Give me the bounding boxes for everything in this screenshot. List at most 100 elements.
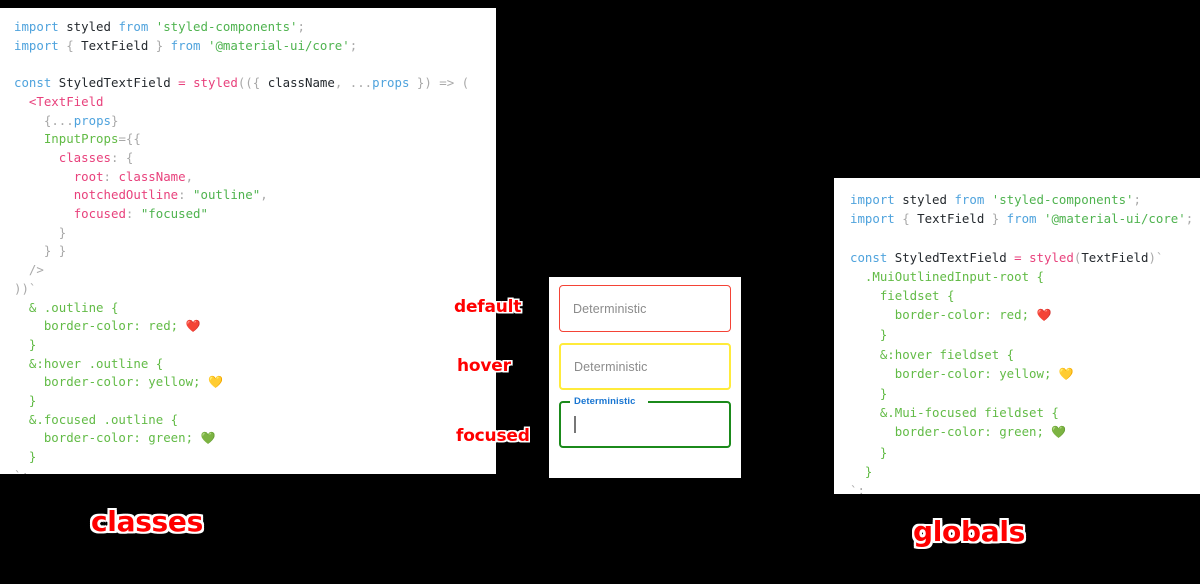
code-token: 💛 [207, 375, 223, 390]
code-token: ( [1073, 249, 1082, 265]
code-token: TextField [1081, 249, 1149, 265]
code-line: } [850, 325, 1200, 344]
code-token: styled [66, 19, 111, 34]
code-token: focused [73, 206, 126, 222]
code-line: } } [14, 242, 496, 261]
code-token: 💚 [200, 431, 216, 446]
code-token: } [14, 449, 37, 465]
code-token: ... [51, 112, 74, 128]
code-token: border-color: red; [850, 307, 1037, 323]
textfield-focused[interactable]: Deterministic [559, 396, 731, 448]
code-line [14, 55, 496, 74]
code-line: {...props} [14, 112, 496, 131]
code-token: from [946, 192, 992, 207]
code-token [14, 113, 44, 128]
textfield-default-value: Deterministic [573, 301, 647, 316]
code-token: "focused" [140, 206, 208, 222]
code-line [850, 228, 1200, 247]
code-token: const [14, 75, 59, 91]
code-token: }) [409, 75, 440, 91]
code-token: styled [1029, 249, 1074, 265]
code-line: } [14, 336, 496, 355]
code-token: border-color: yellow; [850, 365, 1059, 381]
code-token: ; [1185, 211, 1194, 227]
code-token: '@material-ui/core' [207, 37, 350, 53]
code-line: } [850, 384, 1200, 403]
code-token: { [43, 112, 52, 128]
code-token: props [372, 75, 410, 91]
code-token: : [103, 168, 119, 184]
code-token: from [163, 37, 208, 53]
code-token: .MuiOutlinedInput-root { [850, 268, 1044, 284]
annotation-default: default [454, 297, 522, 317]
code-token: StyledTextField [58, 75, 171, 91]
code-panel-classes: import styled from 'styled-components';i… [0, 8, 496, 474]
code-line: import styled from 'styled-components'; [850, 190, 1200, 209]
code-token: className [118, 168, 186, 184]
code-token: ❤️ [1036, 308, 1052, 323]
code-line: } [14, 392, 496, 411]
code-panel-globals: import styled from 'styled-components';i… [834, 178, 1200, 494]
code-token [14, 150, 59, 165]
code-token: '@material-ui/core' [1043, 211, 1186, 227]
code-token [14, 131, 44, 146]
code-token: } [850, 463, 873, 479]
annotation-hover: hover [457, 356, 511, 376]
code-token: 💛 [1058, 366, 1074, 381]
code-token: styled [902, 192, 947, 207]
code-token: root [73, 168, 104, 184]
code-line: border-color: yellow; 💛 [14, 373, 496, 392]
code-line: const StyledTextField = styled(({ classN… [14, 74, 496, 93]
code-line: } [850, 462, 1200, 481]
code-line: &:hover fieldset { [850, 345, 1200, 364]
code-token: {{ [125, 131, 141, 147]
code-token: &.Mui-focused fieldset { [850, 405, 1059, 421]
code-token: ( [454, 75, 470, 91]
code-line: border-color: red; ❤️ [14, 317, 496, 336]
code-token: fieldset { [850, 288, 955, 304]
code-line: fieldset { [850, 286, 1200, 305]
code-token: from [110, 19, 156, 34]
textfield-hover-value: Deterministic [574, 359, 648, 374]
textfield-focused-label: Deterministic [574, 396, 636, 407]
code-token [1022, 250, 1029, 265]
code-token: ... [349, 75, 373, 91]
code-token: styled [193, 75, 238, 91]
code-token: , [334, 75, 350, 91]
code-line: &.focused .outline { [14, 411, 496, 430]
code-line: `; [850, 481, 1200, 494]
code-token: from [999, 211, 1044, 227]
code-token: { [125, 149, 134, 165]
code-line: .MuiOutlinedInput-root { [850, 267, 1200, 286]
code-token: /> [14, 262, 44, 278]
code-token: TextField [909, 211, 992, 227]
annotation-focused: focused [456, 426, 530, 446]
code-token: `; [850, 483, 865, 494]
code-line: import { TextField } from '@material-ui/… [14, 37, 496, 56]
code-line: notchedOutline: "outline", [14, 186, 496, 205]
code-token: `; [14, 468, 29, 474]
code-token: } } [14, 243, 67, 259]
code-line: &.Mui-focused fieldset { [850, 403, 1200, 422]
caption-globals: globals [913, 515, 1025, 548]
code-token: InputProps [43, 131, 119, 147]
code-token: <TextField [28, 93, 104, 109]
code-token: "outline" [193, 187, 261, 203]
code-token: : [125, 206, 141, 222]
code-token [14, 187, 74, 202]
code-token: 'styled-components' [991, 192, 1134, 207]
code-token: : [110, 149, 126, 165]
code-token: = [118, 131, 126, 147]
code-token: } [14, 224, 67, 240]
textfield-hover[interactable]: Deterministic [559, 343, 731, 390]
code-token: 💚 [1051, 425, 1067, 440]
code-token: { [902, 211, 910, 227]
code-token: } [111, 112, 119, 128]
code-line: import styled from 'styled-components'; [14, 18, 496, 37]
code-token: &.focused .outline { [14, 411, 179, 427]
textfield-default[interactable]: Deterministic [559, 285, 731, 332]
code-token: import [850, 192, 903, 207]
code-line: classes: { [14, 149, 496, 168]
code-token [186, 75, 193, 90]
code-token: &:hover .outline { [14, 355, 164, 371]
